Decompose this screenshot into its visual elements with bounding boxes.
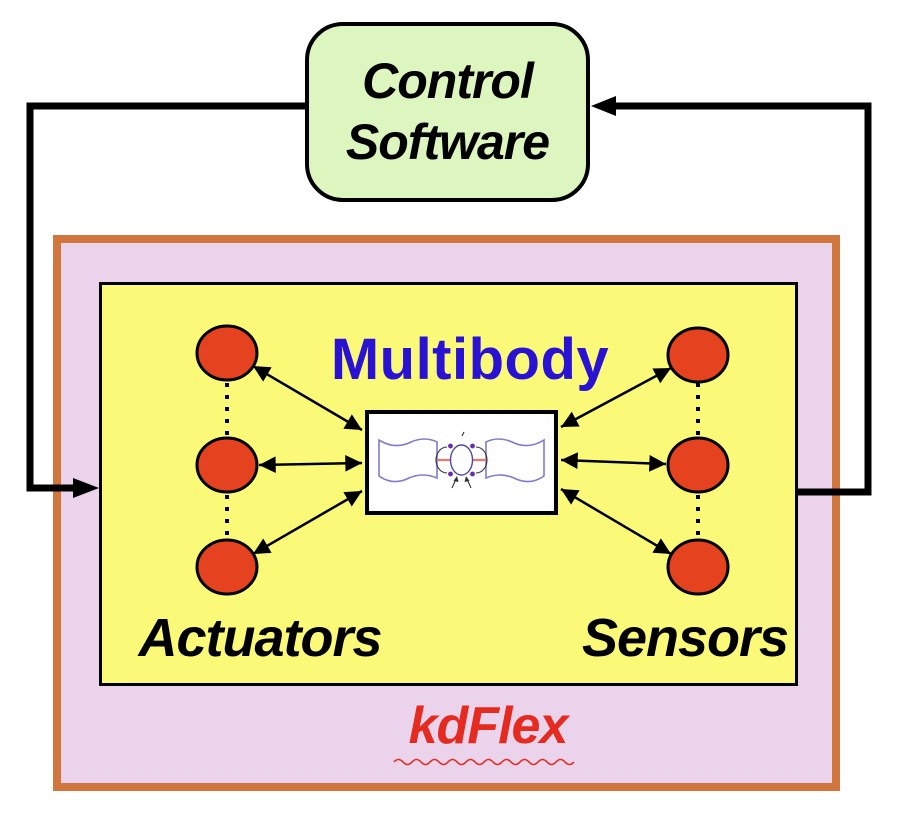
torque-arrowhead bbox=[464, 476, 470, 482]
satellite-hub bbox=[449, 444, 474, 476]
actuator-node bbox=[195, 436, 259, 494]
actuators-label: Actuators bbox=[138, 608, 382, 668]
arrowhead-into-controller bbox=[591, 96, 616, 116]
rotation-arrow-right bbox=[475, 446, 488, 474]
sensor-node bbox=[666, 326, 730, 384]
kdflex-squiggle-underline bbox=[393, 758, 575, 766]
actuator-link bbox=[258, 454, 363, 474]
sensor-node bbox=[666, 436, 730, 494]
sensor-node bbox=[666, 538, 730, 596]
spin-tick bbox=[461, 431, 465, 437]
multibody-label: Multibody bbox=[330, 327, 610, 392]
solar-panel-left bbox=[378, 438, 438, 483]
kdflex-label: kdFlex bbox=[408, 697, 569, 755]
control-software-line2: Software bbox=[345, 114, 550, 170]
handle-dot bbox=[448, 471, 453, 477]
actuator-node bbox=[195, 538, 259, 596]
torque-arrowhead bbox=[453, 476, 459, 482]
control-software-line1: Control bbox=[362, 53, 534, 109]
feedback-line-right bbox=[614, 102, 872, 496]
actuator-node bbox=[195, 324, 259, 382]
handle-dot bbox=[470, 471, 475, 477]
rotation-arrow-left bbox=[435, 446, 448, 474]
actuator-link bbox=[252, 489, 363, 556]
control-software-box: Control Software bbox=[305, 22, 590, 202]
sensor-link bbox=[560, 366, 672, 429]
arrowhead-into-plant bbox=[73, 478, 99, 498]
actuator-link bbox=[252, 364, 363, 432]
handle-dot bbox=[470, 443, 475, 449]
satellite-illustration bbox=[378, 431, 545, 489]
kdflex-caption: kdFlex bbox=[393, 700, 583, 766]
multibody-model-box bbox=[365, 410, 558, 515]
sensor-link bbox=[560, 487, 672, 556]
sensors-label: Sensors bbox=[581, 608, 789, 668]
feedback-line-left bbox=[26, 102, 310, 492]
sensor-link bbox=[560, 452, 667, 472]
solar-panel-right bbox=[485, 438, 545, 483]
handle-dot bbox=[448, 443, 453, 449]
